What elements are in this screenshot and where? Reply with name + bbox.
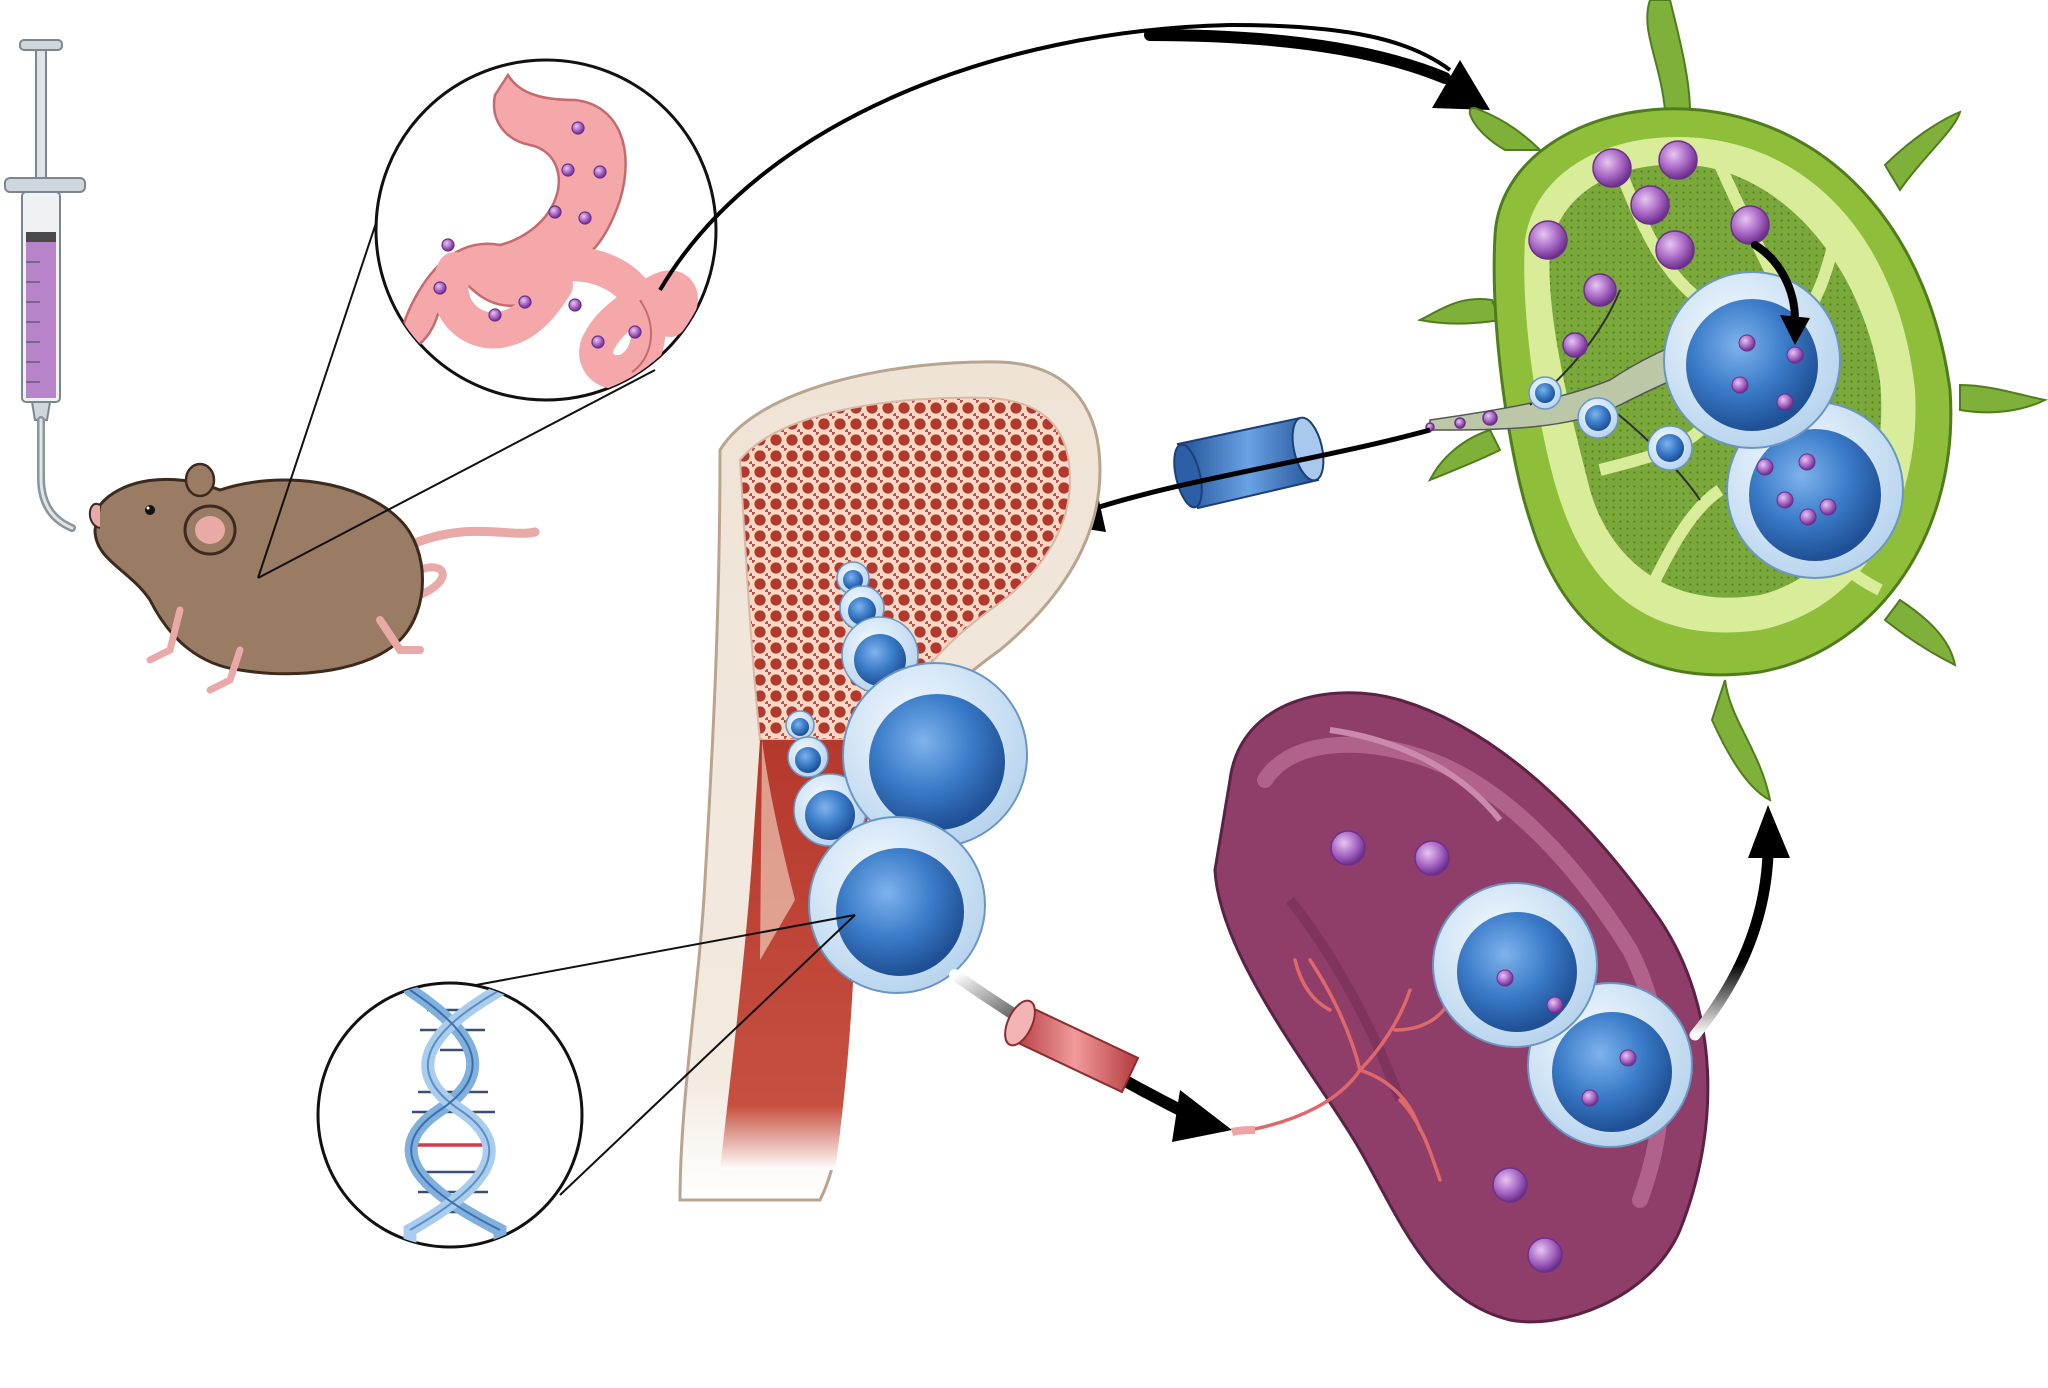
particle xyxy=(1583,273,1617,307)
particle xyxy=(1562,332,1588,358)
zoom-lines-gut xyxy=(257,204,656,579)
bone-marrow-cells xyxy=(785,561,1028,994)
dna-inset xyxy=(316,981,584,1249)
particle xyxy=(1592,148,1632,188)
particle xyxy=(1730,205,1770,245)
spleen-particles xyxy=(1330,830,1563,1273)
lymph-node-immune-cells xyxy=(1663,271,1904,579)
particle xyxy=(1658,140,1698,180)
particle xyxy=(1655,230,1695,270)
arrow-spleen-to-lymph-node xyxy=(1689,805,1790,1041)
dna-icon xyxy=(403,983,507,1247)
particle xyxy=(1630,185,1670,225)
vessel-icon xyxy=(1173,416,1325,510)
mouse-icon xyxy=(88,462,540,694)
spleen-immune-cells xyxy=(1432,882,1693,1148)
stomach-icon xyxy=(400,72,698,400)
arrow-uptake-in-node xyxy=(1751,241,1810,345)
vessel-red-icon xyxy=(1004,999,1140,1094)
syringe-icon xyxy=(4,39,86,532)
migrating-cells-lymph xyxy=(1528,376,1693,471)
particle xyxy=(1454,417,1466,429)
particle xyxy=(1528,220,1568,260)
bone-icon xyxy=(678,360,1102,1202)
stomach-inset xyxy=(374,58,718,402)
spleen-artery xyxy=(1248,958,1452,1182)
arrow-gut-to-lymph-node xyxy=(658,22,1490,292)
particle xyxy=(1482,410,1498,426)
